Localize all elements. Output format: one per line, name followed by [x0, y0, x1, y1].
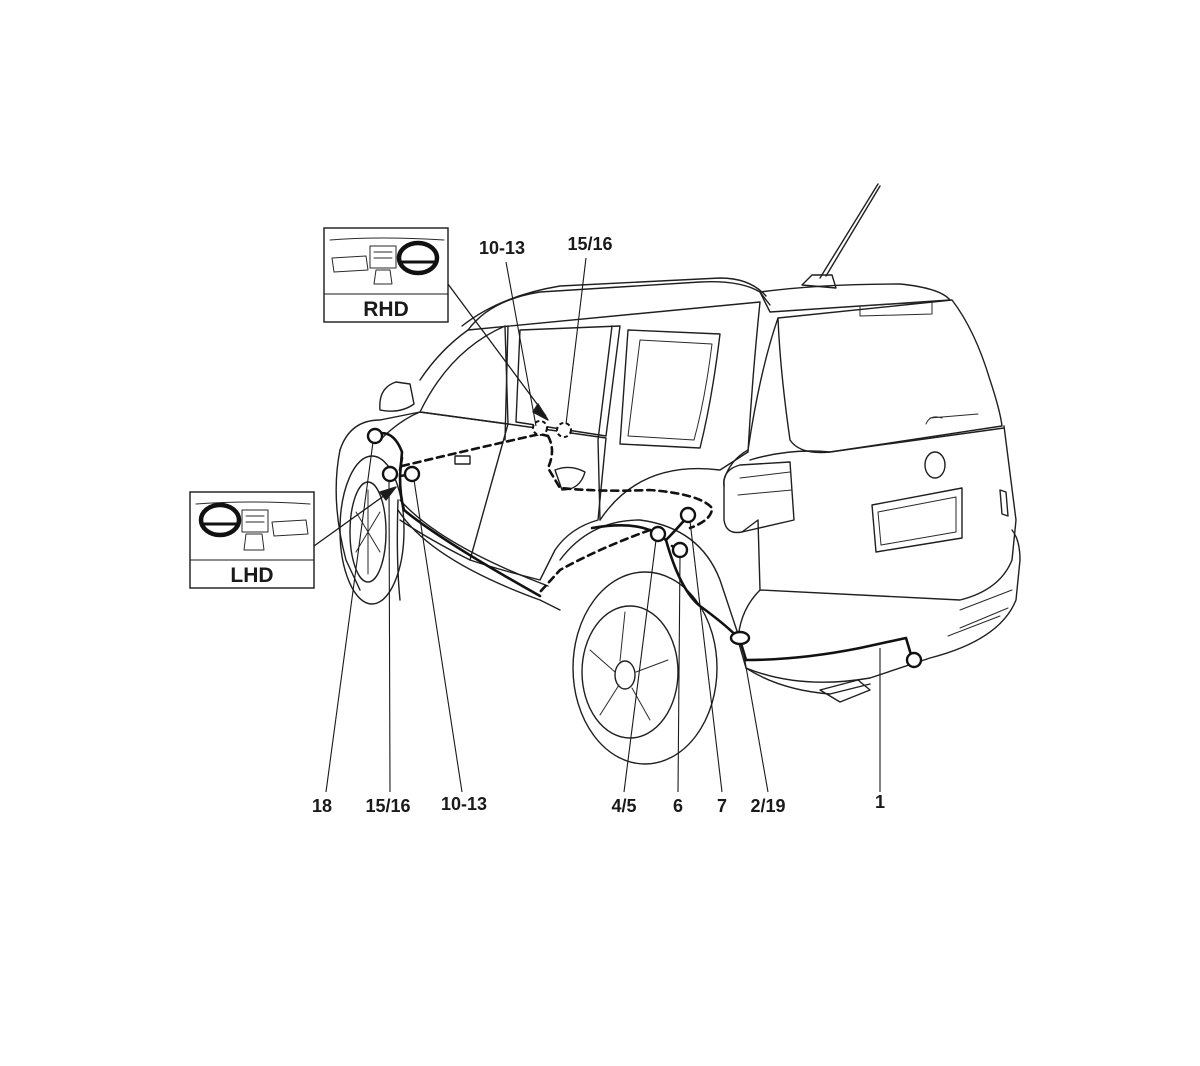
callout-7: 7	[717, 796, 727, 816]
connector-10-13-front	[403, 465, 421, 483]
rear-wheel-tyre	[572, 571, 718, 765]
callout-4-5: 4/5	[611, 796, 636, 816]
front-fender	[335, 449, 361, 591]
connector-15-16-front	[381, 465, 399, 483]
brand-badge	[924, 451, 946, 479]
rear-window	[777, 299, 1003, 454]
lhd-dashboard	[195, 501, 311, 537]
inset-rhd: RHD	[323, 227, 449, 323]
side-sill	[397, 509, 561, 611]
callout-top-10-13: 10-13	[479, 238, 525, 258]
connector-4-5	[649, 525, 667, 543]
tail-lamp	[723, 461, 795, 533]
exhaust	[819, 679, 871, 703]
side-mirror	[379, 381, 415, 412]
connector-6	[671, 541, 689, 559]
brake-light	[859, 301, 933, 317]
quarter-window	[619, 329, 721, 449]
inset-lhd: LHD	[189, 491, 315, 589]
harness-sill	[402, 508, 542, 598]
connector-15-16-rear	[556, 422, 572, 438]
antenna-base	[801, 274, 837, 289]
lhd-radio	[241, 509, 269, 533]
connector-18	[366, 427, 384, 445]
inset-label-rhd: RHD	[363, 298, 409, 321]
front-window	[419, 325, 509, 425]
rhd-dashboard	[329, 237, 445, 273]
harness-quarter	[590, 524, 748, 662]
roof-rail	[467, 281, 771, 331]
vehicle-outline	[335, 183, 1021, 765]
callout-1: 1	[875, 792, 885, 812]
license-plate	[871, 487, 963, 553]
callout-18: 18	[312, 796, 332, 816]
callout-top-15-16: 15/16	[567, 234, 612, 254]
rear-door-window	[515, 325, 621, 437]
rim-spokes	[589, 611, 669, 721]
rear-door	[469, 423, 607, 581]
rhd-steering-wheel-icon	[396, 240, 440, 276]
rhd-arrowhead	[532, 403, 549, 421]
antenna	[819, 183, 881, 279]
lhd-arrowhead	[379, 486, 397, 501]
connector-10-13-rear	[532, 420, 548, 436]
rhd-radio	[369, 245, 397, 269]
rhd-pointer	[444, 279, 547, 417]
connector-1-socket	[905, 651, 923, 669]
callout-labels: 10-13 15/16 18 15/16 10-13 4/5 6 7 2/19 …	[312, 234, 885, 816]
roof-rear	[759, 283, 951, 313]
connector-7	[679, 506, 697, 524]
harness-bumper	[744, 636, 914, 662]
harness-hidden-rear	[546, 434, 714, 530]
tailgate	[723, 317, 1017, 601]
rear-wheel-rim	[581, 605, 679, 739]
callout-bottom-10-13: 10-13	[441, 794, 487, 814]
leader-lines	[313, 257, 881, 793]
door-handle-front	[454, 455, 471, 465]
harness-hidden-cabin	[400, 432, 550, 468]
callout-6: 6	[673, 796, 683, 816]
lhd-pointer	[313, 489, 393, 547]
callout-bottom-15-16: 15/16	[365, 796, 410, 816]
connector-2-19	[729, 630, 751, 646]
rear-wheel-arch	[559, 519, 741, 641]
callout-2-19: 2/19	[750, 796, 785, 816]
front-door	[379, 411, 509, 561]
inset-label-lhd: LHD	[230, 564, 273, 587]
lhd-steering-wheel-icon	[198, 502, 242, 538]
